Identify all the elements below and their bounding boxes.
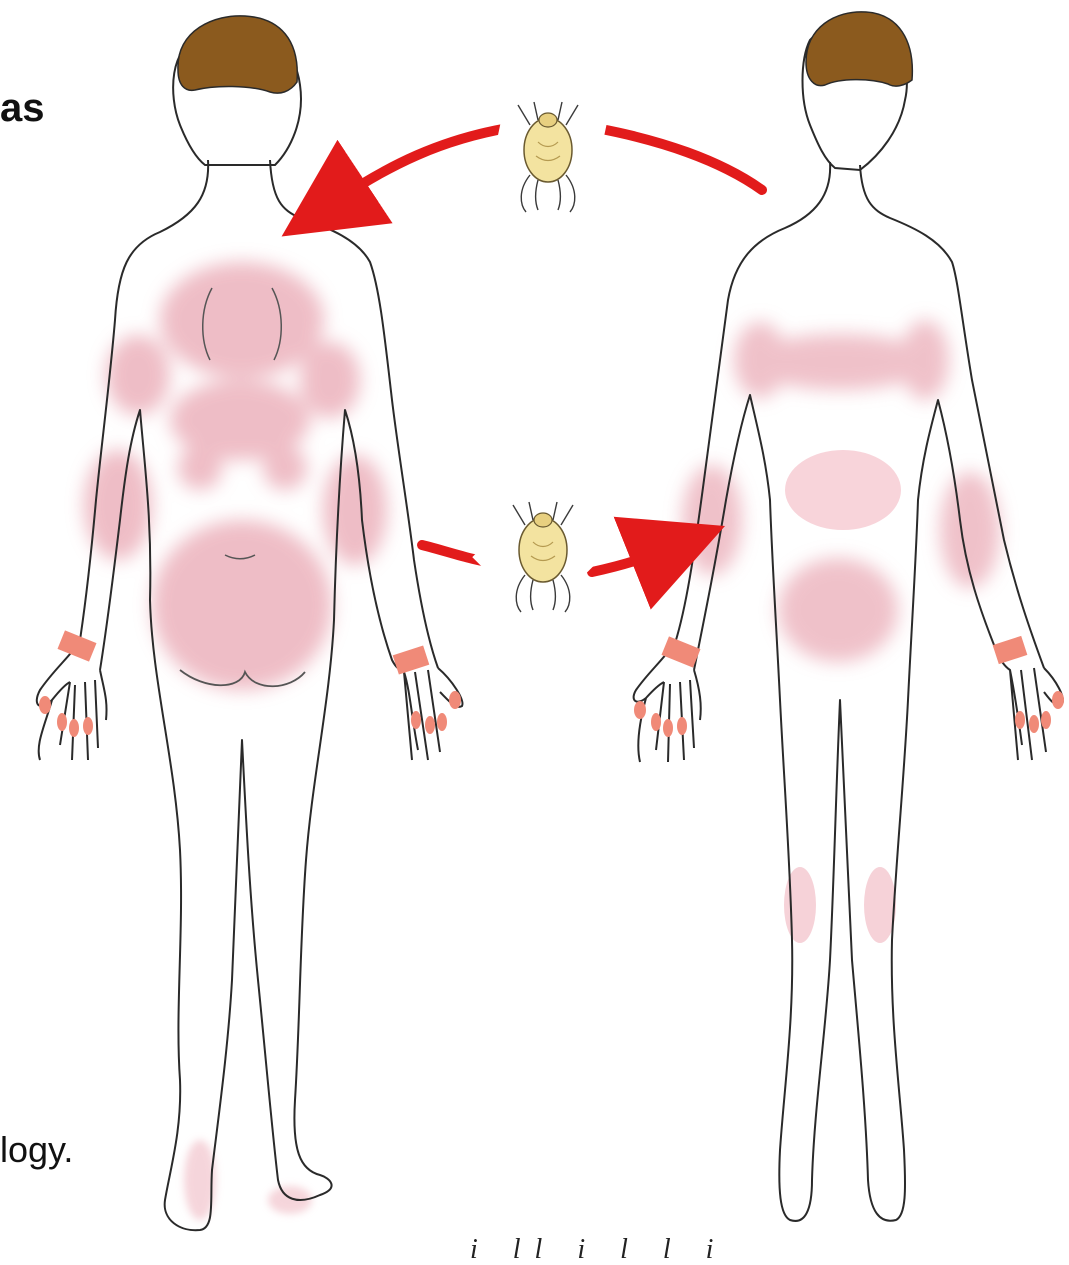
arrow-left-icon: [340, 128, 508, 198]
back-view-figure: [37, 16, 463, 1230]
wrist-band-right-back: [393, 646, 430, 675]
mite-icon: [483, 80, 611, 225]
wrist-band-left-front: [661, 636, 700, 667]
finger-tips-back: [39, 691, 461, 737]
front-hair: [806, 12, 912, 86]
rash-areas-back: [84, 262, 387, 690]
finger-tips-front: [634, 691, 1064, 737]
mite-icon: [472, 479, 615, 622]
front-body-outline: [634, 162, 1063, 1221]
arrow-left-tail: [596, 128, 762, 190]
back-hair: [178, 16, 297, 93]
wrist-band-left-back: [57, 630, 96, 661]
wrist-band-right-front: [993, 636, 1028, 664]
front-view-figure: [634, 12, 1064, 1221]
